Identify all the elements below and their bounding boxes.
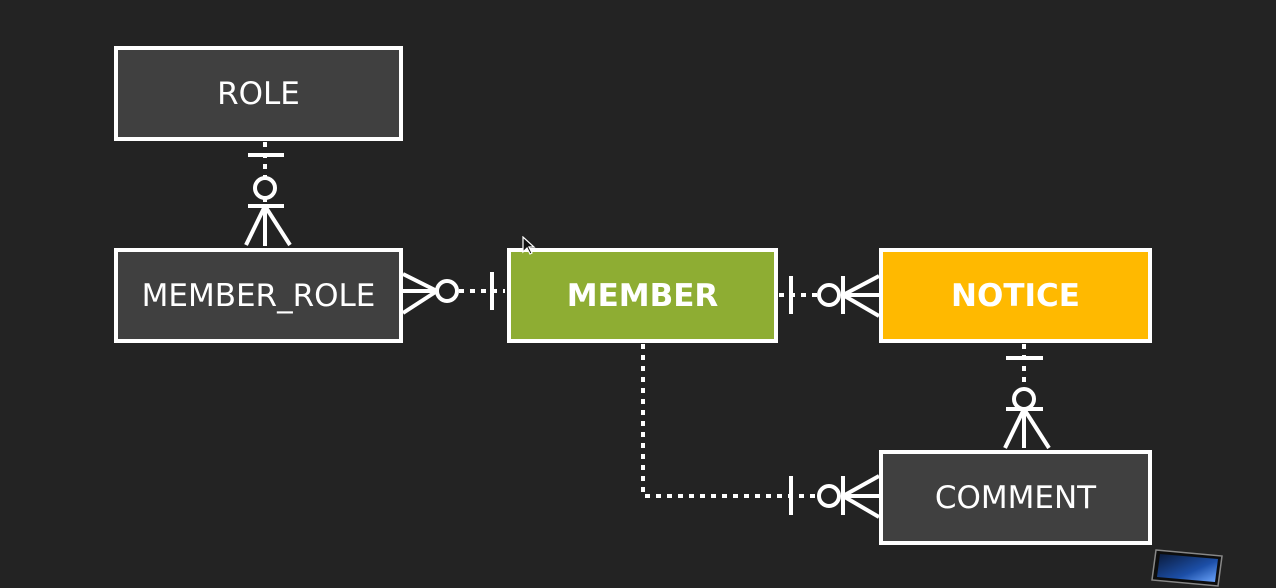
relationship-member-member-role: [401, 272, 505, 315]
entity-comment: COMMENT: [879, 450, 1152, 545]
relationship-member-notice: [779, 274, 881, 318]
window-thumbnail-icon[interactable]: [1150, 546, 1226, 588]
entity-notice: NOTICE: [879, 248, 1152, 343]
entity-member: MEMBER: [507, 248, 778, 343]
entity-role: ROLE: [114, 46, 403, 141]
relationship-role-member-role: [244, 142, 292, 247]
relationship-member-comment: [641, 344, 881, 519]
mouse-cursor-icon: [522, 236, 536, 255]
relationship-notice-comment: [1003, 344, 1051, 450]
entity-member-role: MEMBER_ROLE: [114, 248, 403, 343]
